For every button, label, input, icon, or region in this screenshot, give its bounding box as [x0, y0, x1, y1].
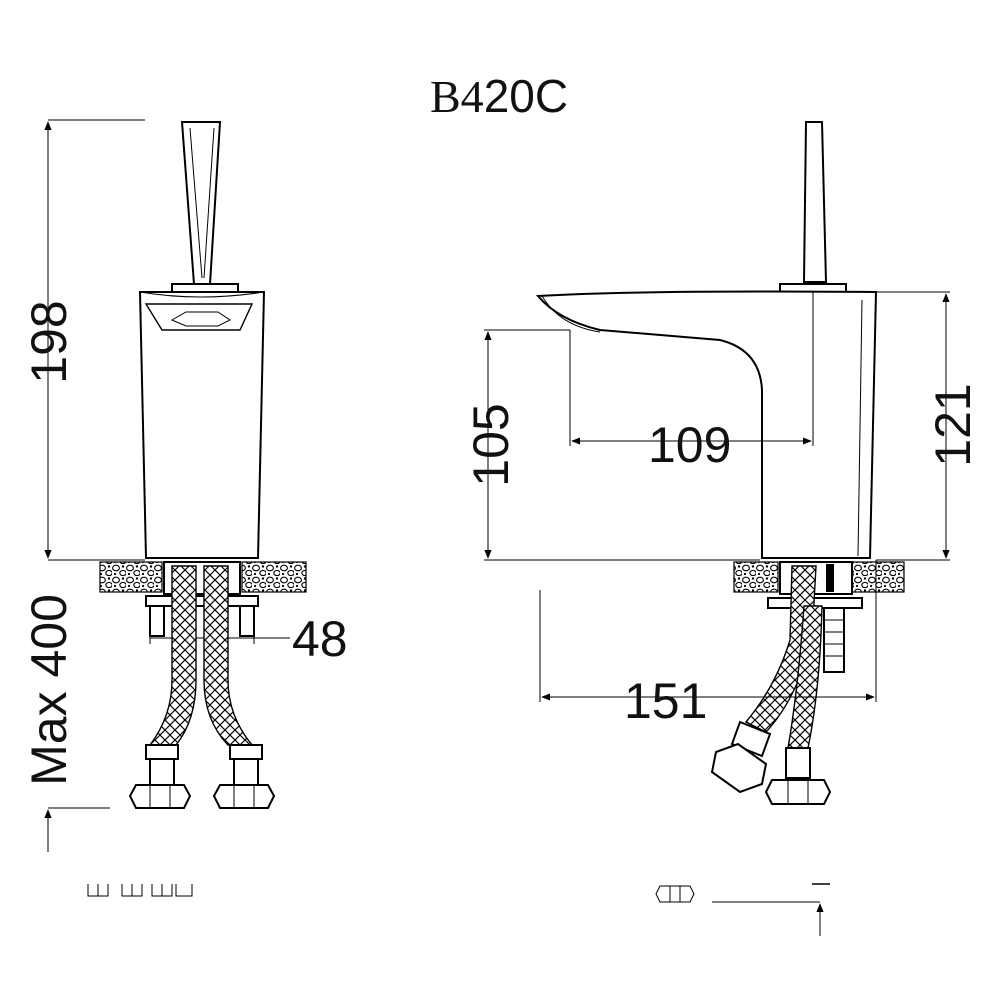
- dim-109-label: 109: [648, 417, 731, 473]
- front-hose-right: [203, 565, 254, 746]
- side-rod-threads: [824, 619, 844, 657]
- side-spout-edge: [541, 295, 601, 333]
- dim-48-label: 48: [292, 611, 348, 667]
- side-hex-nut-back: [764, 779, 832, 805]
- front-bottom-marks-b: [151, 884, 193, 897]
- front-hex-nut-right: [212, 784, 276, 809]
- front-stud-left: [149, 605, 165, 637]
- side-countertop-left: [733, 561, 779, 593]
- front-countertop-left: [99, 561, 163, 593]
- side-hex-nut-facets: [787, 780, 809, 804]
- front-fitting-left: [149, 758, 175, 786]
- dim-105-label: 105: [463, 403, 519, 486]
- side-bottom-nut-mark: [655, 885, 695, 903]
- front-hex-nut-left: [128, 784, 192, 809]
- front-view: 198 48 Ma: [21, 119, 348, 897]
- front-hex-nut-facets: [149, 785, 255, 808]
- side-fitting-back: [785, 747, 811, 779]
- side-view: 121 105 109 151: [463, 121, 981, 936]
- front-body: [138, 291, 266, 559]
- dim-121-label: 121: [925, 383, 981, 466]
- front-ferrule-left: [145, 744, 179, 760]
- side-shank-dark-strip: [826, 564, 834, 592]
- front-body-top-curve: [139, 291, 265, 298]
- front-lever-facets: [189, 127, 215, 279]
- front-body-recess: [144, 303, 254, 331]
- front-lever-base: [171, 283, 239, 293]
- front-ferrule-right: [229, 744, 263, 760]
- title-prefix: B4: [430, 71, 484, 122]
- front-hose-left: [148, 565, 197, 746]
- title-suffix: 20C: [484, 70, 568, 122]
- side-body: [535, 290, 878, 559]
- side-countertop-right: [851, 561, 905, 593]
- front-nut-plate: [145, 595, 259, 607]
- dim-198-label: 198: [21, 300, 77, 383]
- front-aerator: [170, 311, 231, 327]
- side-lever: [802, 121, 828, 283]
- drawing-title: B420C: [430, 70, 568, 122]
- front-fitting-right: [233, 758, 259, 786]
- dim-151-label: 151: [624, 673, 707, 729]
- front-bottom-marks-a: [87, 884, 143, 897]
- side-body-back-line: [857, 299, 863, 557]
- front-countertop-right: [241, 561, 307, 593]
- side-threaded-rod: [823, 607, 845, 673]
- dim-400-label: Max 400: [21, 594, 77, 786]
- front-stud-right: [239, 605, 255, 637]
- side-hex-nut-front: [710, 742, 768, 794]
